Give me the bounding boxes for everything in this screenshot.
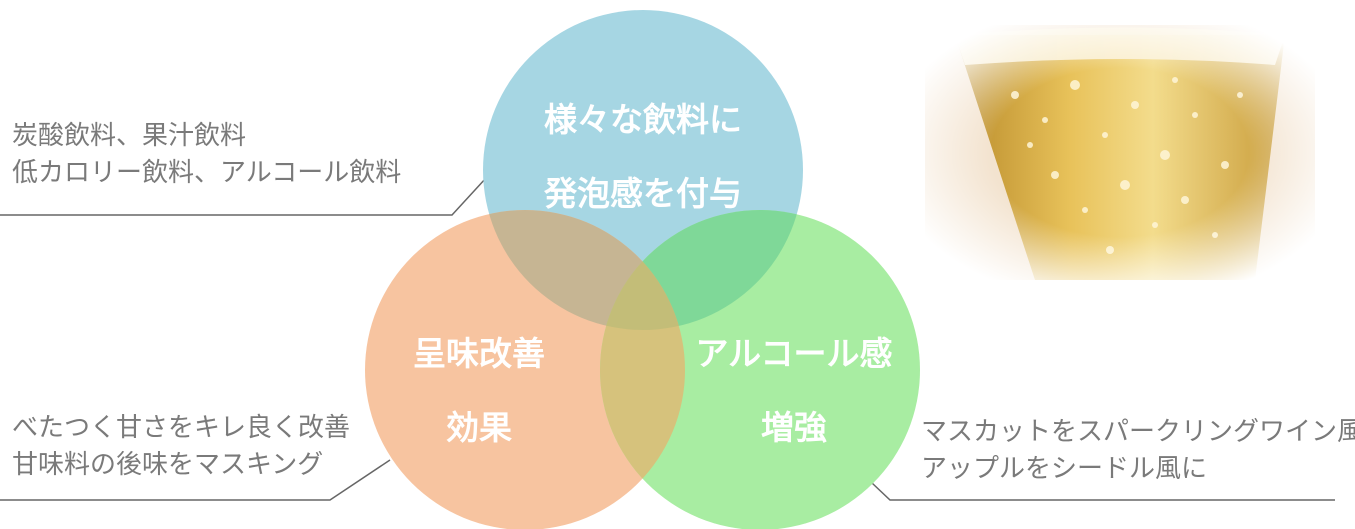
note-top: 炭酸飲料、果汁飲料 低カロリー飲料、アルコール飲料 <box>12 118 401 192</box>
leader-line-right <box>871 482 1335 501</box>
note-left-line1: べたつく甘さをキレ良く改善 <box>12 413 351 443</box>
note-left-line2: 甘味料の後味をマスキング <box>12 449 324 480</box>
note-right-line2: アップルをシードル風に <box>921 453 1208 484</box>
leader-line-left <box>0 459 391 501</box>
circle-right-line2: 増強 <box>761 408 827 447</box>
circle-top-label: 様々な飲料に 発泡感を付与 <box>463 83 823 231</box>
circle-top-line1: 様々な飲料に <box>544 100 742 139</box>
circle-left-line2: 効果 <box>446 408 512 447</box>
note-top-line1: 炭酸飲料、果汁飲料 <box>12 121 247 151</box>
circle-left-label: 呈味改善 効果 <box>334 317 624 465</box>
overlap-top-left <box>483 210 685 330</box>
overlap-top-right <box>600 210 803 330</box>
circle-right-label: アルコール感 増強 <box>644 317 944 465</box>
circle-top-line2: 発泡感を付与 <box>544 174 742 213</box>
champagne-glass-image <box>925 25 1315 280</box>
note-left: べたつく甘さをキレ良く改善 甘味料の後味をマスキング <box>12 410 350 484</box>
circle-right-line1: アルコール感 <box>695 334 893 373</box>
circle-left-line1: 呈味改善 <box>413 334 545 373</box>
note-right: マスカットをスパークリングワイン風に アップルをシードル風に <box>921 414 1355 488</box>
note-right-line1: マスカットをスパークリングワイン風に <box>921 417 1355 447</box>
leader-line-top <box>0 177 487 216</box>
note-top-line2: 低カロリー飲料、アルコール飲料 <box>12 157 402 188</box>
